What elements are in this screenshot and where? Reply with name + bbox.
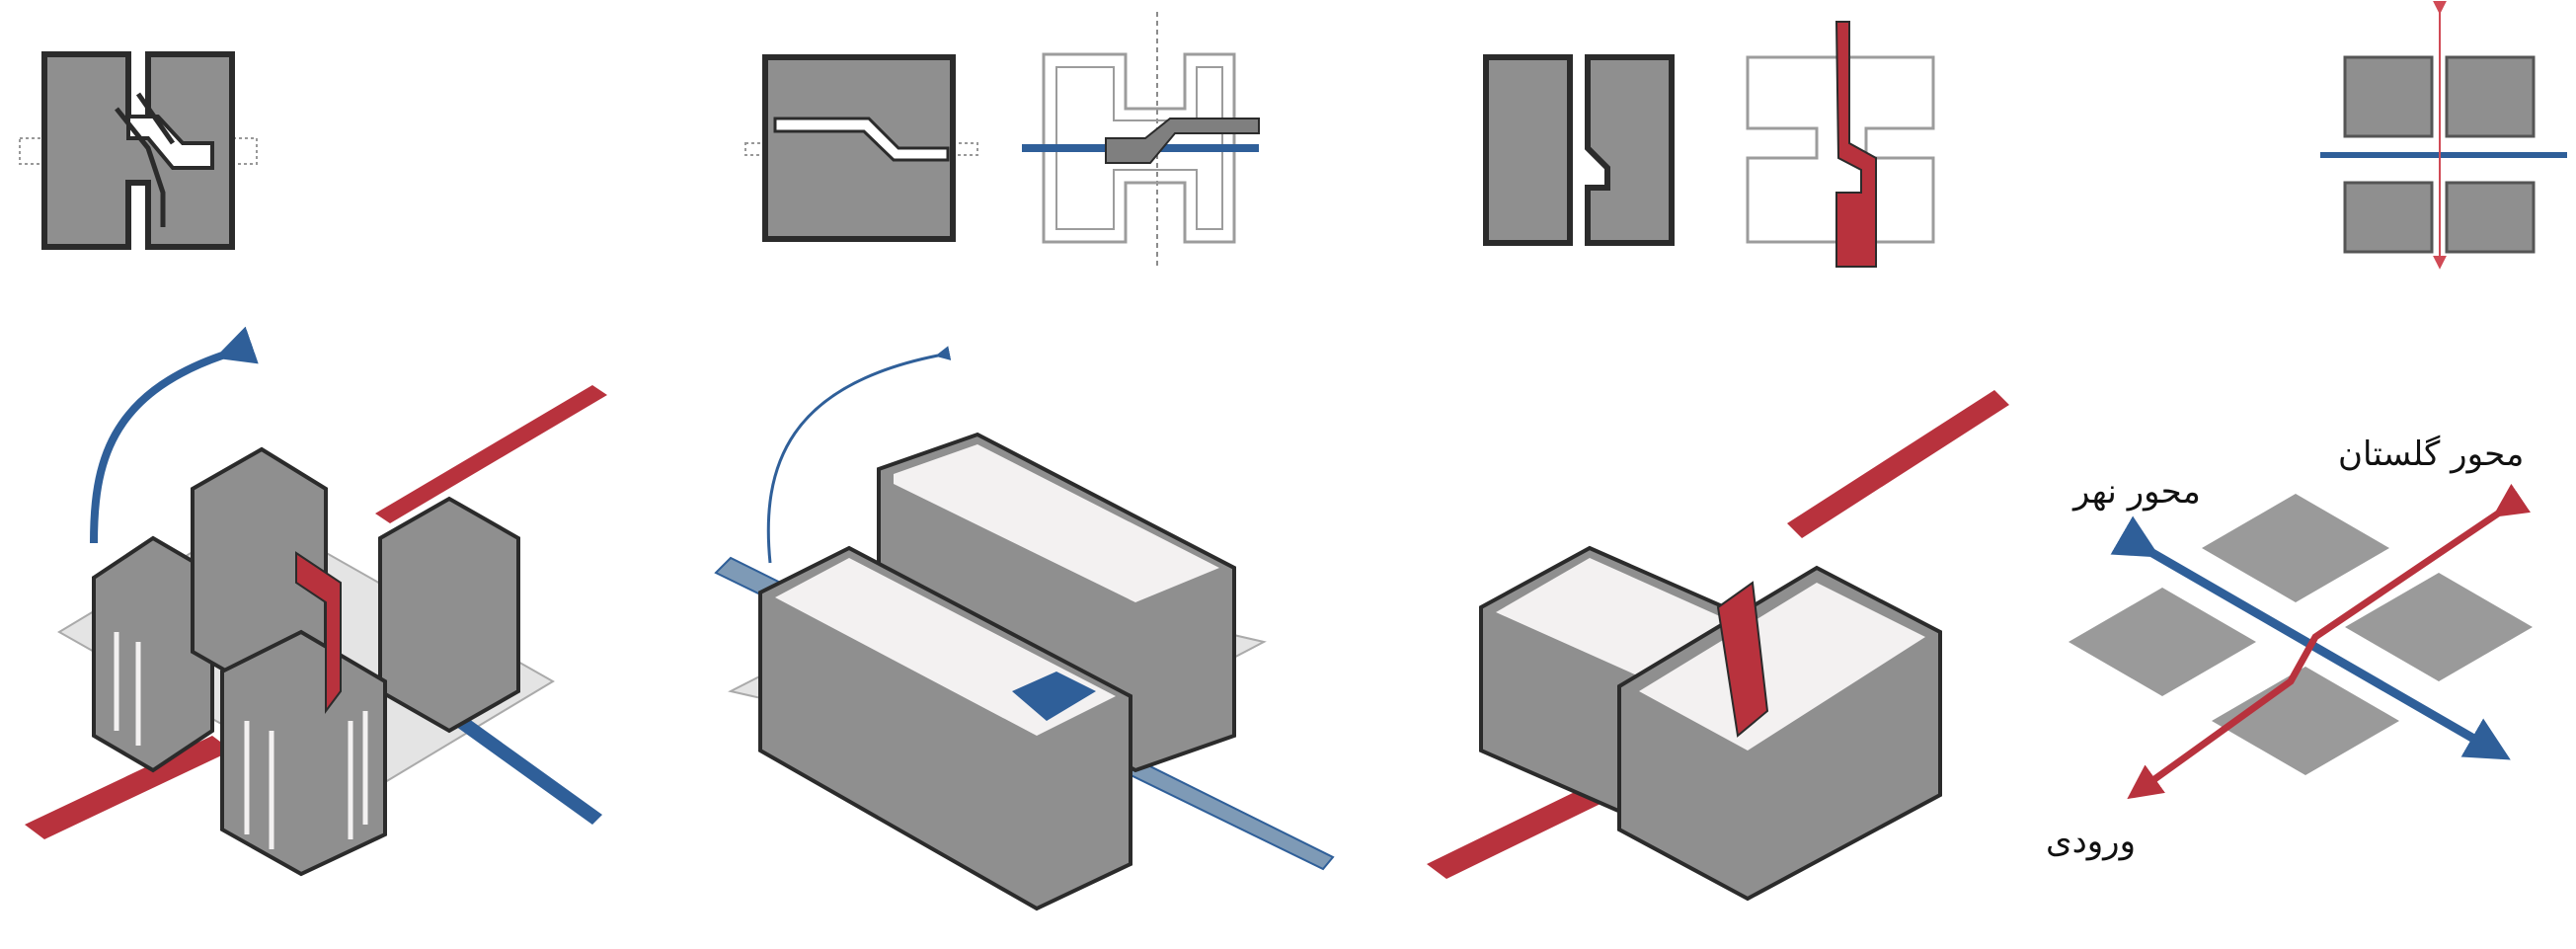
plan-1-composition	[19, 51, 258, 250]
axo-4-axes-diagram	[2069, 483, 2533, 800]
plan-3a-blocks	[1483, 54, 1675, 246]
entrance-label: ورودی	[2046, 822, 2137, 861]
plan-2b-outline	[1022, 12, 1260, 267]
plan-3b-outline	[1746, 21, 1935, 268]
plan-2a-block	[744, 54, 978, 242]
axo-2-block	[714, 346, 1335, 911]
garden-axis-arrow	[2127, 483, 2531, 800]
garden-axis-label: محور گلستان	[2338, 435, 2525, 474]
axo-1-composition	[25, 326, 607, 877]
canal-axis-label: محور نهر	[2073, 472, 2201, 512]
axo-3-blocks	[1427, 390, 2009, 902]
plan-4-axes	[2320, 0, 2567, 270]
